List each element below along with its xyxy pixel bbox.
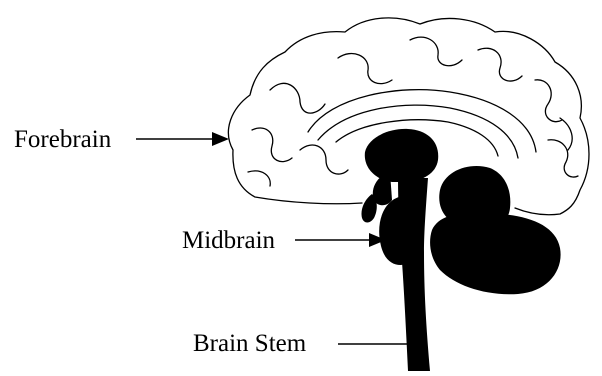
hypothalamus-stalk — [361, 194, 376, 223]
gyrus-fold-2 — [338, 54, 392, 84]
cerebellum-lower — [430, 212, 561, 294]
gyrus-fold-5 — [535, 80, 562, 122]
gyrus-fold-4 — [478, 48, 522, 81]
gyrus-fold-9 — [300, 145, 348, 174]
brain-stem-label: Brain Stem — [193, 331, 306, 356]
thalamus — [365, 129, 438, 182]
forebrain-arrowhead — [212, 132, 229, 146]
forebrain-label: Forebrain — [14, 127, 111, 152]
midbrain-label: Midbrain — [182, 228, 275, 253]
occipital-fold — [560, 118, 572, 150]
gyrus-fold-8 — [548, 140, 578, 177]
gyrus-fold-1 — [270, 83, 325, 113]
gyrus-fold-7 — [248, 171, 270, 186]
gyrus-fold-3 — [410, 37, 462, 66]
gyrus-fold-6 — [252, 128, 292, 162]
